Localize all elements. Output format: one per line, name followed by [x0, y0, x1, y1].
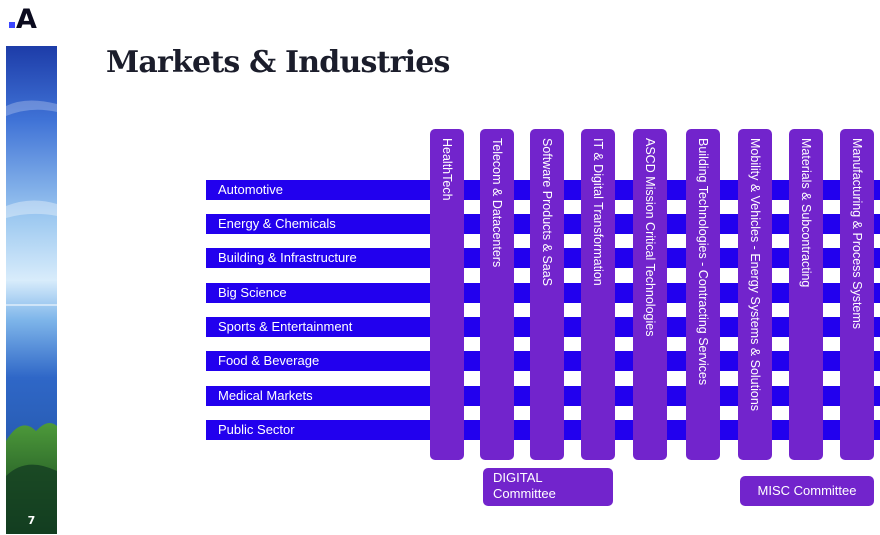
industry-label-mobility-vehicles: Mobility & Vehicles - Energy Systems & S…	[748, 138, 762, 412]
industry-column	[789, 129, 823, 460]
industry-label-software-saas: Software Products & SaaS	[540, 138, 554, 286]
industry-column	[633, 129, 667, 460]
company-logo: A	[9, 4, 37, 36]
industry-label-materials-subcontracting: Materials & Subcontracting	[799, 138, 813, 288]
digital-committee-line1: DIGITAL	[493, 470, 543, 485]
misc-committee-label: MISC Committee	[757, 483, 857, 498]
digital-committee-line2: Committee	[493, 486, 556, 501]
market-label-medical-markets: Medical Markets	[218, 388, 313, 403]
market-label-public-sector: Public Sector	[218, 422, 295, 437]
market-label-sports-entertainment: Sports & Entertainment	[218, 319, 353, 334]
page-number: 7	[27, 513, 36, 527]
misc-committee-box: MISC Committee	[740, 476, 874, 506]
industry-column	[840, 129, 874, 460]
industry-column	[738, 129, 772, 460]
digital-committee-box: DIGITAL Committee	[483, 468, 613, 506]
industry-column	[581, 129, 615, 460]
industry-column	[686, 129, 720, 460]
logo-letter: A	[16, 4, 37, 35]
logo-dot-icon	[9, 22, 15, 28]
industry-column	[430, 129, 464, 460]
sidebar: A	[0, 0, 62, 535]
market-label-energy-chemicals: Energy & Chemicals	[218, 216, 336, 231]
industry-label-healthtech: HealthTech	[440, 138, 454, 201]
page-title: Markets & Industries	[106, 45, 450, 80]
industry-label-building-technologies: Building Technologies - Contracting Serv…	[696, 138, 710, 386]
industry-column	[480, 129, 514, 460]
industry-column	[530, 129, 564, 460]
market-label-building-infrastructure: Building & Infrastructure	[218, 250, 357, 265]
industry-label-ascd: ASCD Mission Critical Technologies	[643, 138, 657, 337]
industry-label-it-digital: IT & Digital Transformation	[591, 138, 605, 286]
industry-label-telecom-datacenters: Telecom & Datacenters	[490, 138, 504, 268]
landscape-image-strip	[6, 46, 57, 534]
landscape-illustration	[6, 46, 57, 534]
market-label-big-science: Big Science	[218, 285, 287, 300]
market-label-automotive: Automotive	[218, 182, 284, 197]
market-label-food-beverage: Food & Beverage	[218, 353, 320, 368]
industry-label-manufacturing-process: Manufacturing & Process Systems	[850, 138, 864, 330]
